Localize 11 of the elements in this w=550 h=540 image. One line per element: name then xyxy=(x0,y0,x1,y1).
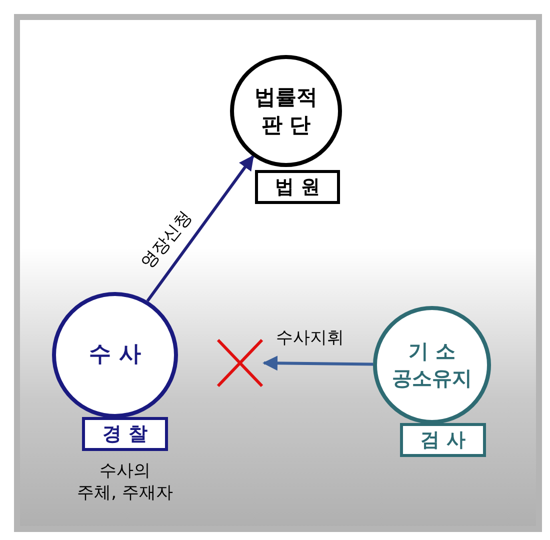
arrow xyxy=(262,356,374,371)
edge-label: 수사지휘 xyxy=(276,327,344,349)
name-tag: 경 찰 xyxy=(82,417,168,451)
caption-text: 주체, 주재자 xyxy=(76,482,174,504)
caption-text: 수사의 xyxy=(98,460,152,482)
cross-mark xyxy=(216,338,264,388)
name-tag: 검 사 xyxy=(400,423,486,457)
circle-text: 기 소 xyxy=(408,338,456,365)
name-tag: 법 원 xyxy=(255,170,340,204)
circle-text: 공소유지 xyxy=(392,365,472,392)
arrow xyxy=(146,155,254,302)
